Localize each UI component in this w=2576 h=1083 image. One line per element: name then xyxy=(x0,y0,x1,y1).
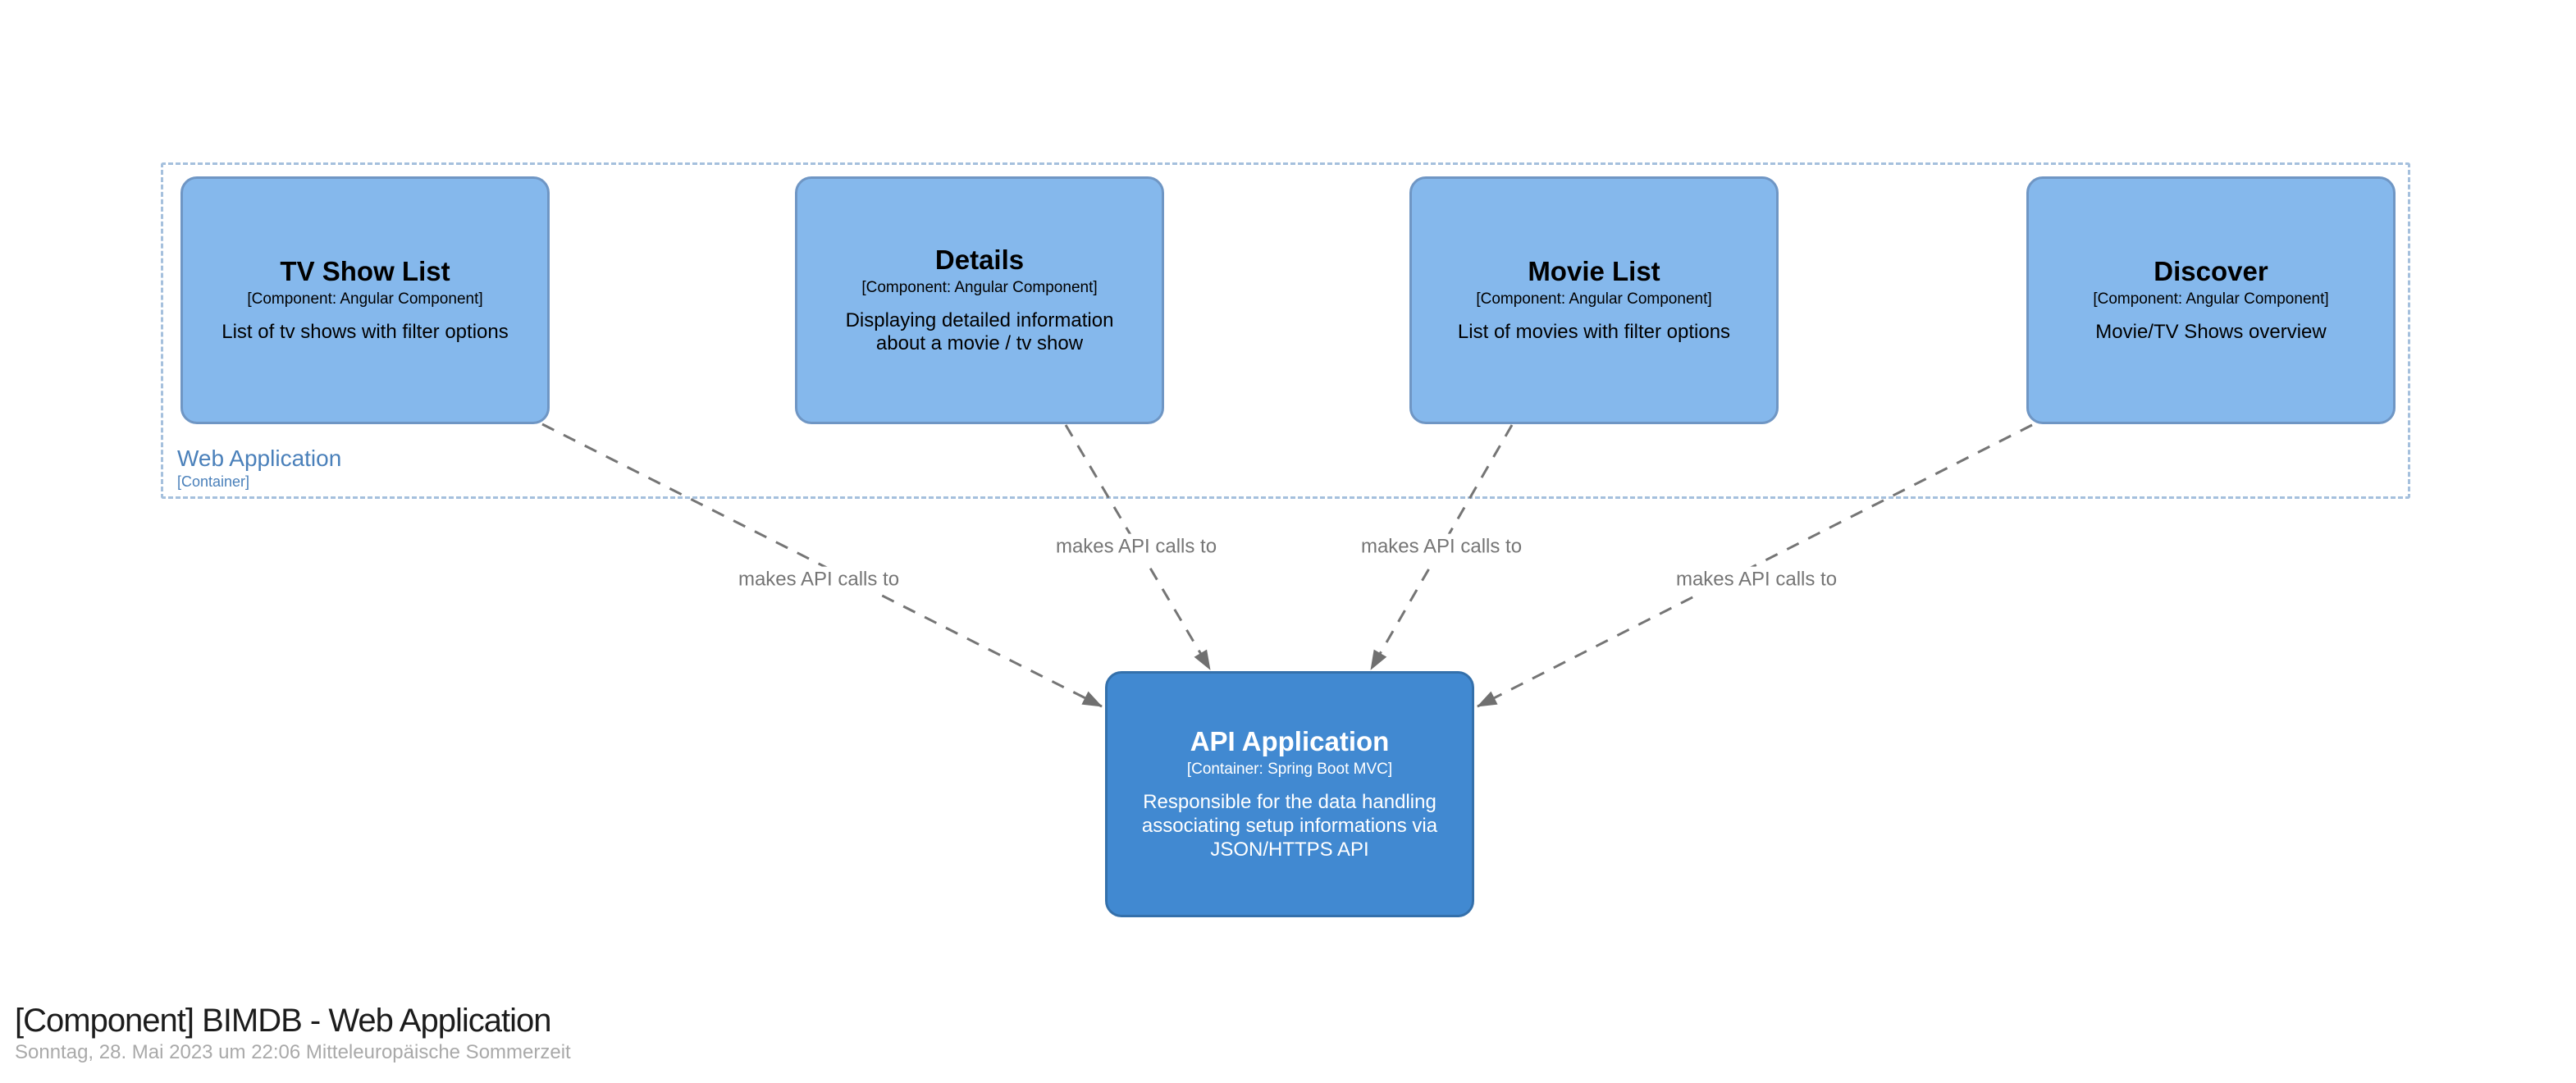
container-title: API Application xyxy=(1190,726,1390,757)
component-title: Discover xyxy=(2154,256,2268,287)
container-api-application: API Application [Container: Spring Boot … xyxy=(1105,671,1474,917)
component-description: Displaying detailed information about a … xyxy=(845,308,1114,355)
boundary-label: Web Application xyxy=(177,446,342,471)
diagram-timestamp: Sonntag, 28. Mai 2023 um 22:06 Mitteleur… xyxy=(15,1041,571,1063)
boundary-meta: [Container] xyxy=(177,473,250,490)
component-details: Details [Component: Angular Component] D… xyxy=(795,176,1164,424)
component-description: Movie/TV Shows overview xyxy=(2095,321,2327,344)
edge-tvshowlist-to-api xyxy=(541,423,1103,708)
component-meta: [Component: Angular Component] xyxy=(247,290,483,308)
container-meta: [Container: Spring Boot MVC] xyxy=(1186,761,1393,779)
component-meta: [Component: Angular Component] xyxy=(1476,290,1712,308)
component-meta: [Component: Angular Component] xyxy=(2093,290,2329,308)
component-tv-show-list: TV Show List [Component: Angular Compone… xyxy=(180,176,550,424)
component-title: Movie List xyxy=(1528,256,1660,287)
edge-discover-to-api xyxy=(1477,423,2033,708)
edge-label-movielist: makes API calls to xyxy=(1354,533,1529,561)
container-description: Responsible for the data handling associ… xyxy=(1141,791,1438,861)
component-title: TV Show List xyxy=(280,256,450,287)
web-application-boundary xyxy=(161,162,2410,499)
component-description: List of movies with filter options xyxy=(1457,321,1731,344)
diagram-title: [Component] BIMDB - Web Application xyxy=(15,1003,551,1039)
edge-label-discover: makes API calls to xyxy=(1669,566,1844,594)
component-movie-list: Movie List [Component: Angular Component… xyxy=(1409,176,1779,424)
component-meta: [Component: Angular Component] xyxy=(861,278,1098,296)
edge-label-details: makes API calls to xyxy=(1048,533,1224,561)
component-title: Details xyxy=(934,244,1025,275)
component-description: List of tv shows with filter options xyxy=(222,321,509,344)
component-discover: Discover [Component: Angular Component] … xyxy=(2026,176,2396,424)
edge-label-tvshowlist: makes API calls to xyxy=(731,566,907,594)
